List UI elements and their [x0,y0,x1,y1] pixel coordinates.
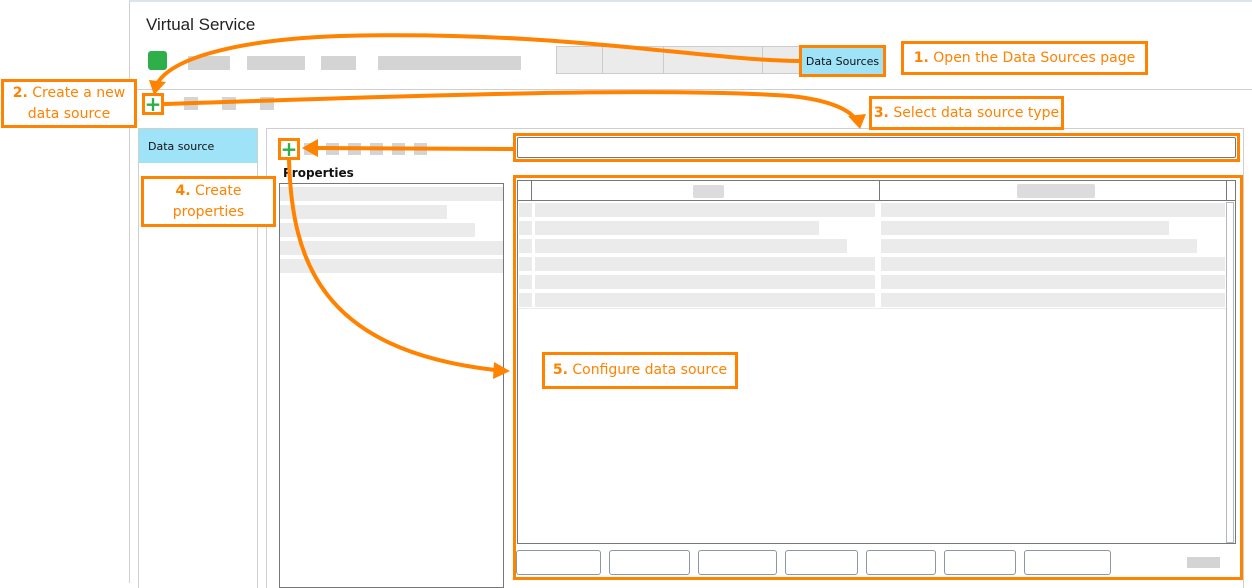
column-separator [879,181,880,201]
tab-divider [762,47,763,73]
add-data-source-button[interactable]: + [142,93,164,115]
tab-unlabeled-1[interactable] [557,47,601,73]
callout-text: Create a new data source [27,84,126,122]
callout-step-number: 4. [175,182,191,199]
window-title: Virtual Service [146,15,256,34]
toolbar-item-placeholder[interactable] [378,56,521,70]
callout-text: Create properties [172,182,245,220]
grid-cell[interactable] [881,257,1225,271]
callout-step-number: 2. [12,84,28,101]
action-button-3[interactable] [698,550,777,575]
grid-cell[interactable] [881,293,1225,307]
callout-text: Select data source type [893,104,1060,121]
action-button-5[interactable] [866,550,936,575]
callout-step-1: 1. Open the Data Sources page [901,41,1148,75]
property-row[interactable] [280,187,503,201]
column-header-value[interactable] [1017,184,1095,198]
grid-cell[interactable] [535,239,847,253]
action-button-2[interactable] [609,550,690,575]
callout-text: Configure data source [572,362,728,378]
callout-step-4: 4. Create properties [141,176,276,227]
action-button-1[interactable] [516,550,601,575]
callout-step-5: 5. Configure data source [542,352,738,389]
grid-cell[interactable] [881,239,1197,253]
action-button-4[interactable] [785,550,858,575]
property-row[interactable] [280,241,503,255]
toolbar-item-placeholder[interactable] [370,143,383,155]
toolbar-item-placeholder[interactable] [247,56,305,70]
plus-icon: + [144,92,162,116]
callout-step-number: 1. [913,49,929,66]
grid-cell[interactable] [881,203,1225,217]
toolbar-item-placeholder[interactable] [222,97,236,110]
property-row[interactable] [280,205,447,219]
toolbar-item-placeholder[interactable] [184,97,198,110]
callout-step-3: 3. Select data source type [869,96,1064,130]
callout-step-number: 5. [552,362,568,378]
row-header[interactable] [519,257,532,271]
highlight-configure-area [513,175,1243,580]
app-icon[interactable] [148,51,167,70]
tab-data-sources[interactable]: Data Sources [799,45,886,77]
toolbar-item-placeholder[interactable] [326,143,339,155]
toolbar-item-placeholder[interactable] [414,143,427,155]
grid-cell[interactable] [881,275,1225,289]
toolbar-item-placeholder[interactable] [188,56,230,70]
row-header[interactable] [519,221,532,235]
properties-label: Properties [283,166,354,180]
action-button-7[interactable] [1024,550,1111,575]
grid-cell[interactable] [535,203,875,217]
property-row[interactable] [280,259,503,273]
callout-step-2: 2. Create a new data source [1,79,137,128]
data-source-type-field[interactable] [517,137,1236,158]
callout-step-number: 3. [873,104,889,121]
tab-unlabeled-2[interactable] [602,47,662,73]
action-button-6[interactable] [944,550,1016,575]
grid-cell[interactable] [881,221,1169,235]
status-placeholder [1187,557,1220,568]
row-header[interactable] [519,275,532,289]
grid-row-bottom [518,308,1226,309]
toolbar-item-placeholder[interactable] [348,143,361,155]
callout-text: Open the Data Sources page [933,49,1136,66]
row-header[interactable] [519,203,532,217]
column-separator [531,181,532,201]
add-property-button[interactable]: + [278,138,300,160]
property-row[interactable] [280,223,475,237]
toolbar-item-placeholder[interactable] [392,143,405,155]
toolbar-item-placeholder[interactable] [260,97,274,110]
grid-cell[interactable] [535,221,819,235]
grid-header [518,181,1235,201]
row-header[interactable] [519,239,532,253]
column-separator [1226,181,1227,201]
plus-icon: + [280,137,298,161]
grid-cell[interactable] [535,275,875,289]
row-header[interactable] [519,293,532,307]
properties-list[interactable] [279,183,504,588]
list-item-data-source[interactable]: Data source [139,129,257,163]
grid-cell[interactable] [535,293,875,307]
toolbar-divider [130,89,1252,90]
grid-vertical-scrollbar[interactable] [1226,202,1234,543]
grid-cell[interactable] [535,257,875,271]
toolbar-item-placeholder[interactable] [321,56,356,70]
column-header-name[interactable] [693,185,724,198]
tab-unlabeled-3[interactable] [663,47,761,73]
toolbar-item-placeholder[interactable] [304,143,317,155]
